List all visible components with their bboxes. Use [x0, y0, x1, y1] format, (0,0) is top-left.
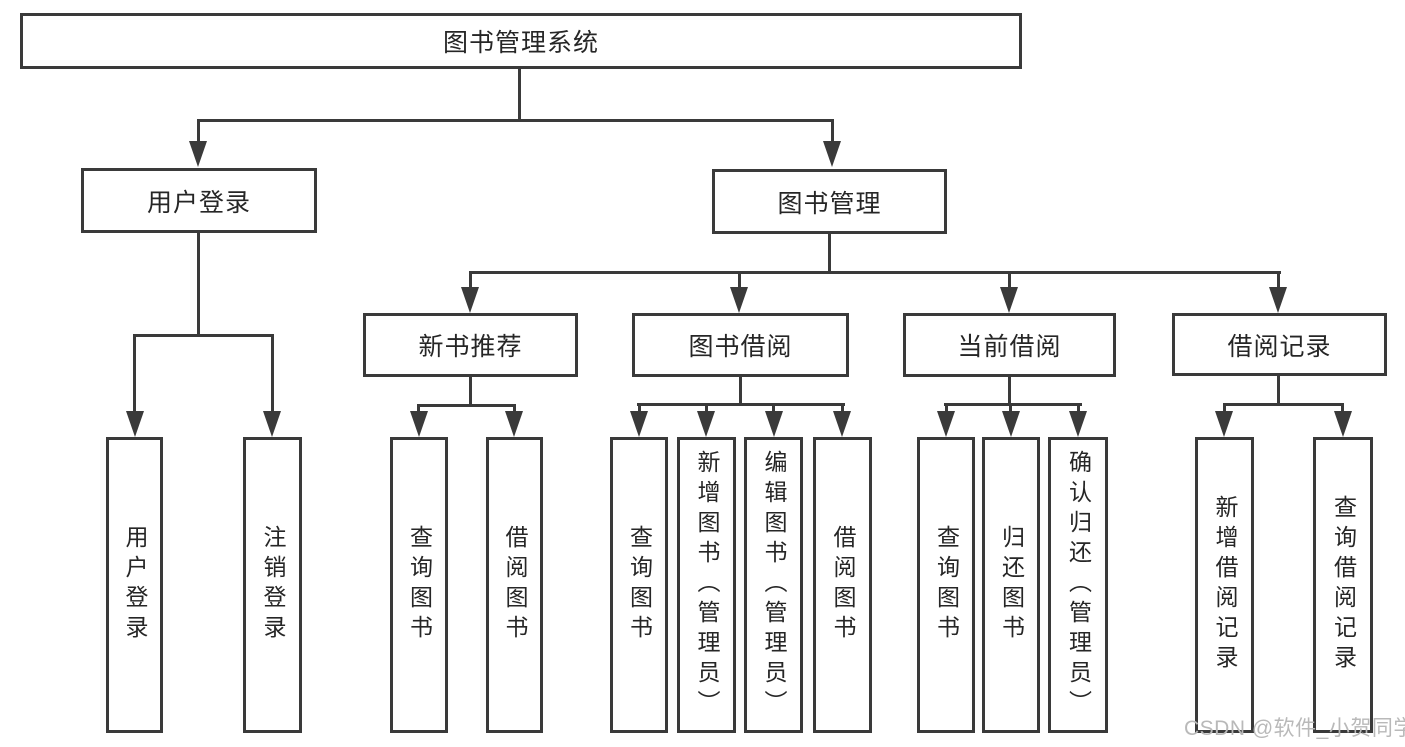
node-user-login: 用户登录 [81, 168, 317, 233]
node-borrow-records: 借阅记录 [1172, 313, 1387, 376]
node-current-borrow: 当前借阅 [903, 313, 1116, 377]
connector-current-borrow-down [1008, 376, 1011, 405]
leaf-confirm-return-admin: 确认归还（管理员） [1048, 437, 1108, 733]
leaf-user-login-label: 用户登录 [122, 525, 148, 645]
node-book-borrow: 图书借阅 [632, 313, 849, 377]
connector-leaf3-stem [417, 404, 420, 416]
connector-new-books-bus [417, 404, 516, 407]
leaf-borrow-books-2-label: 借阅图书 [830, 525, 856, 645]
node-borrow-records-label: 借阅记录 [1227, 332, 1332, 361]
leaf-add-books-admin-label: 新增图书（管理员） [694, 450, 720, 720]
connector-leaf13-stem [1341, 403, 1344, 415]
connector-user-login-stem [197, 119, 200, 146]
arrow-to-book-borrow-icon [730, 287, 748, 313]
leaf-add-borrow-record: 新增借阅记录 [1195, 437, 1254, 733]
node-current-borrow-label: 当前借阅 [957, 333, 1062, 361]
connector-root-bus [197, 119, 834, 122]
arrow-to-leaf11-icon [1069, 411, 1087, 437]
connector-borrow-records-down [1277, 376, 1280, 405]
connector-leaf9-stem [945, 403, 948, 415]
connector-user-login-down [197, 233, 200, 337]
arrow-to-leaf3-icon [410, 411, 428, 437]
leaf-query-borrow-record-label: 查询借阅记录 [1330, 495, 1357, 675]
connector-leaf7-stem [772, 403, 775, 415]
arrow-to-leaf4-icon [505, 411, 523, 437]
connector-leaf8-stem [841, 403, 844, 415]
leaf-query-borrow-record: 查询借阅记录 [1313, 437, 1373, 733]
arrow-to-leaf6-icon [697, 411, 715, 437]
leaf-query-books-3: 查询图书 [917, 437, 975, 733]
connector-new-books-down [469, 376, 472, 407]
connector-current-borrow-bus [944, 403, 1082, 406]
node-book-borrow-label: 图书借阅 [688, 333, 793, 361]
connector-leaf6-stem [705, 403, 708, 415]
connector-book-mgmt-down [828, 234, 831, 274]
connector-new-books-stem [469, 271, 472, 291]
connector-root-stem [518, 69, 521, 121]
node-library-system: 图书管理系统 [20, 13, 1022, 69]
arrow-to-current-borrow-icon [1000, 287, 1018, 313]
leaf-edit-books-admin-label: 编辑图书（管理员） [761, 450, 787, 720]
connector-leaf10-stem [1009, 403, 1012, 415]
leaf-query-books-3-label: 查询图书 [933, 525, 960, 645]
leaf-user-login: 用户登录 [106, 437, 163, 733]
arrow-to-leaf10-icon [1002, 411, 1020, 437]
connector-borrow-records-bus [1223, 403, 1344, 406]
arrow-to-leaf-logout-icon [263, 411, 281, 437]
arrow-to-leaf8-icon [833, 411, 851, 437]
connector-book-borrow-down [739, 376, 742, 405]
connector-user-login-bus [133, 334, 274, 337]
connector-borrow-records-stem [1277, 271, 1280, 291]
leaf-confirm-return-admin-label: 确认归还（管理员） [1065, 450, 1092, 720]
connector-leaf5-stem [638, 403, 641, 415]
connector-leaf12-stem [1223, 403, 1226, 415]
arrow-to-new-books-icon [461, 287, 479, 313]
leaf-borrow-books-1-label: 借阅图书 [502, 525, 528, 645]
connector-book-mgmt-bus [469, 271, 1281, 274]
leaf-query-books-1: 查询图书 [390, 437, 448, 733]
connector-leaf4-stem [513, 404, 516, 416]
connector-leaf1-stem [133, 334, 136, 414]
connector-book-borrow-stem [738, 271, 741, 291]
leaf-query-books-1-label: 查询图书 [406, 525, 433, 645]
connector-leaf2-stem [271, 334, 274, 414]
node-book-management: 图书管理 [712, 169, 947, 234]
leaf-query-books-2-label: 查询图书 [626, 525, 653, 645]
leaf-return-books-label: 归还图书 [998, 525, 1025, 645]
leaf-logout-label: 注销登录 [260, 525, 286, 645]
node-new-books-label: 新书推荐 [418, 333, 523, 361]
leaf-add-borrow-record-label: 新增借阅记录 [1212, 495, 1238, 675]
arrow-to-leaf13-icon [1334, 411, 1352, 437]
leaf-query-books-2: 查询图书 [610, 437, 668, 733]
leaf-logout: 注销登录 [243, 437, 302, 733]
csdn-watermark: CSDN @软件_小贺同学 [1184, 717, 1405, 740]
arrow-to-leaf-user-login-icon [126, 411, 144, 437]
leaf-edit-books-admin: 编辑图书（管理员） [744, 437, 803, 733]
leaf-add-books-admin: 新增图书（管理员） [677, 437, 736, 733]
leaf-borrow-books-2: 借阅图书 [813, 437, 872, 733]
connector-current-borrow-stem [1008, 271, 1011, 291]
leaf-return-books: 归还图书 [982, 437, 1040, 733]
arrow-to-leaf12-icon [1215, 411, 1233, 437]
connector-leaf11-stem [1077, 403, 1080, 415]
arrow-to-leaf5-icon [630, 411, 648, 437]
connector-book-borrow-bus [637, 403, 845, 406]
arrow-to-leaf7-icon [765, 411, 783, 437]
arrow-to-book-mgmt-icon [823, 141, 841, 167]
node-user-login-label: 用户登录 [146, 188, 251, 217]
node-book-management-label: 图书管理 [777, 189, 882, 218]
node-new-books: 新书推荐 [363, 313, 578, 377]
leaf-borrow-books-1: 借阅图书 [486, 437, 543, 733]
arrow-to-leaf9-icon [937, 411, 955, 437]
node-library-system-label: 图书管理系统 [442, 29, 599, 57]
connector-book-mgmt-stem [831, 119, 834, 146]
arrow-to-borrow-records-icon [1269, 287, 1287, 313]
arrow-to-user-login-icon [189, 141, 207, 167]
